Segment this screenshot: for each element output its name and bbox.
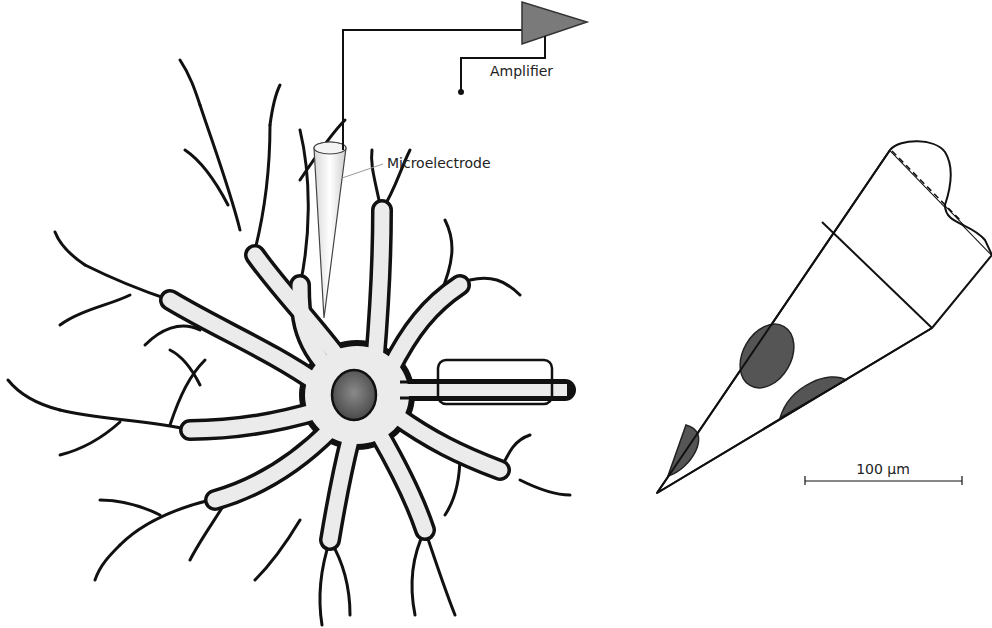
part-label: Amplifier	[490, 64, 553, 79]
scale-bar	[805, 476, 962, 485]
microelectrode-top	[314, 142, 346, 154]
amplifier-symbol	[522, 2, 587, 44]
dendrite-fill	[170, 210, 500, 540]
nucleus	[332, 370, 376, 420]
terminal-dot	[458, 89, 464, 95]
dendrite-branches	[8, 60, 570, 625]
microelectrode	[314, 142, 346, 318]
soma	[305, 346, 409, 444]
part-label: Microelectrode	[387, 156, 491, 171]
axon	[395, 384, 567, 396]
axon-electrode	[438, 360, 552, 404]
axon-edge	[400, 381, 568, 384]
scale-label: 100 µm	[856, 462, 910, 477]
electrode-tip-magnified	[657, 141, 992, 493]
dendrite-outline	[170, 210, 565, 540]
leader-line	[342, 164, 383, 178]
signal-wire	[343, 30, 522, 150]
axon-edge	[400, 397, 568, 400]
